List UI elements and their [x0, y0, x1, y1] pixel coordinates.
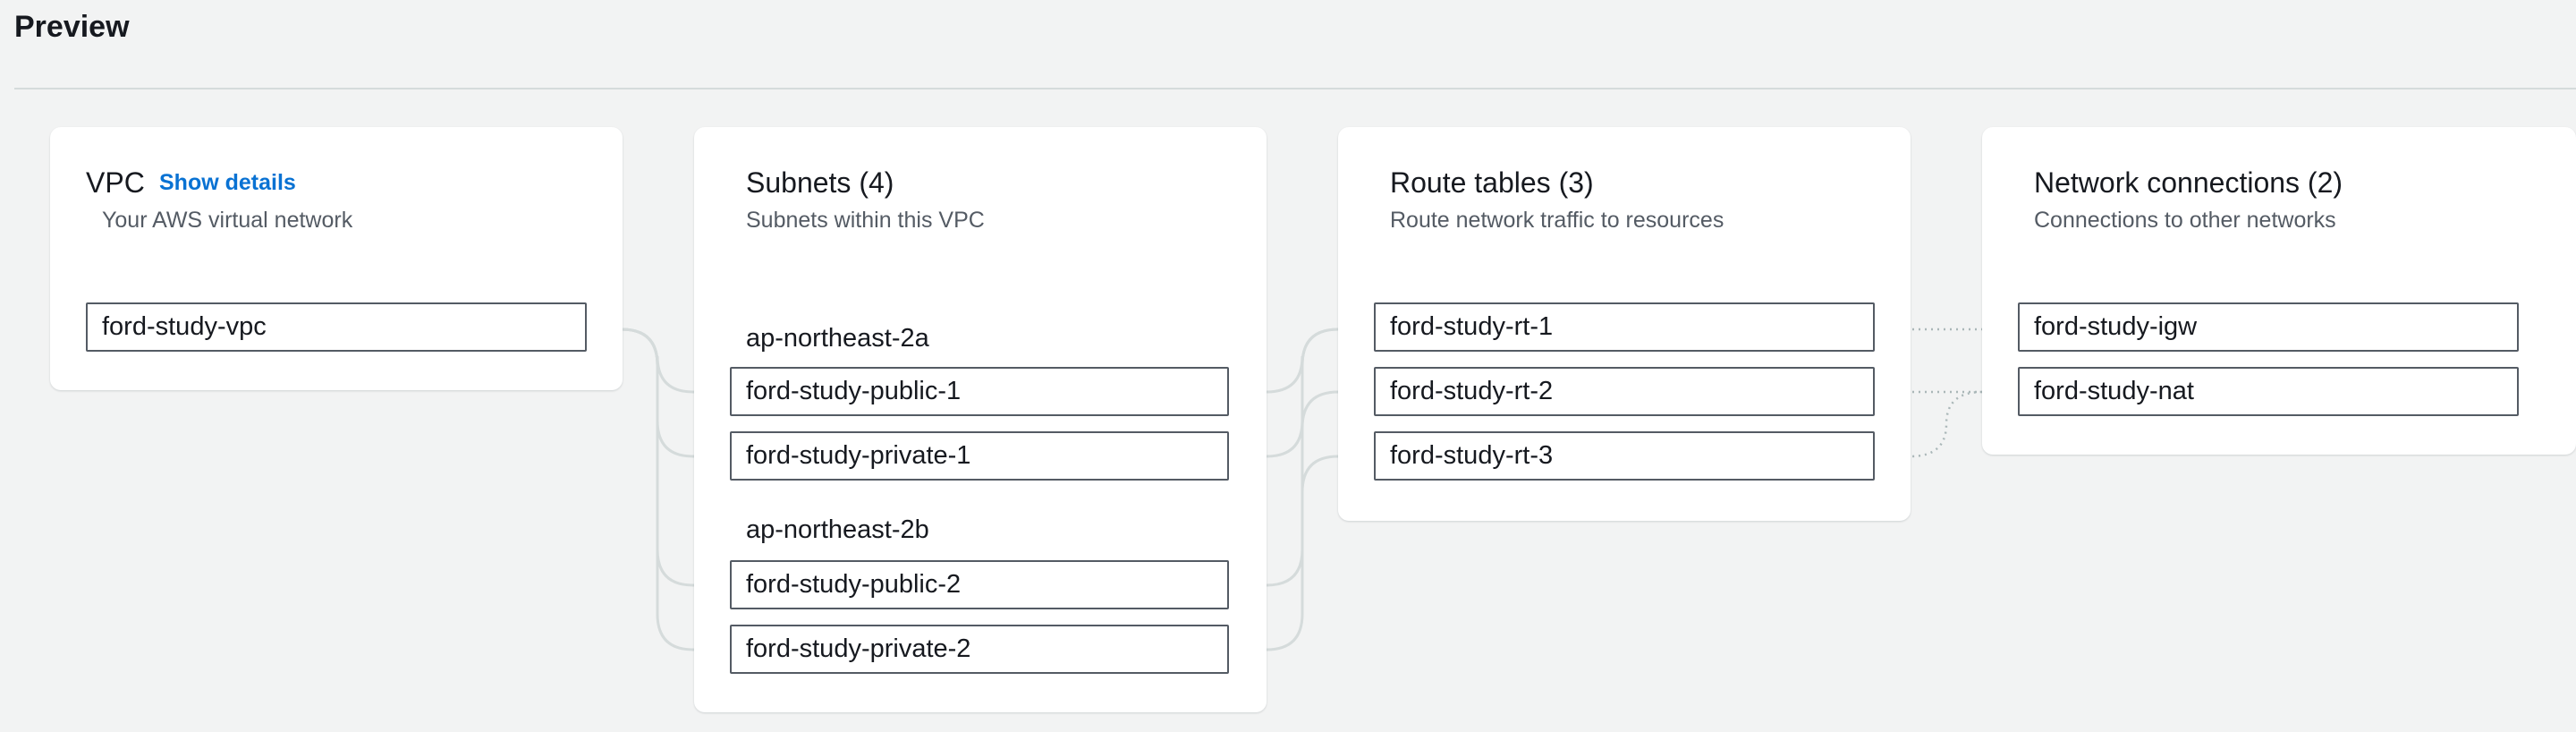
- subnet-node-private-2[interactable]: ford-study-private-2: [730, 625, 1229, 674]
- vpc-card-title: VPC: [86, 166, 145, 199]
- subnet-node-public-1[interactable]: ford-study-public-1: [730, 367, 1229, 416]
- availability-zone-label: ap-northeast-2a: [746, 324, 929, 353]
- subnets-card-title: Subnets (4): [746, 166, 894, 199]
- route-tables-card-description: Route network traffic to resources: [1390, 208, 1724, 233]
- subnets-card: Subnets (4) Subnets within this VPC ap-n…: [694, 127, 1267, 712]
- route-table-node-2[interactable]: ford-study-rt-2: [1374, 367, 1875, 416]
- availability-zone-label: ap-northeast-2b: [746, 515, 929, 544]
- subnets-card-description: Subnets within this VPC: [746, 208, 985, 233]
- subnet-node-private-1[interactable]: ford-study-private-1: [730, 431, 1229, 481]
- page-title: Preview: [14, 10, 130, 44]
- show-details-link[interactable]: Show details: [159, 170, 296, 195]
- network-connections-card-description: Connections to other networks: [2034, 208, 2336, 233]
- nat-gateway-node[interactable]: ford-study-nat: [2018, 367, 2519, 416]
- vpc-node[interactable]: ford-study-vpc: [86, 302, 587, 352]
- route-table-node-3[interactable]: ford-study-rt-3: [1374, 431, 1875, 481]
- route-table-node-1[interactable]: ford-study-rt-1: [1374, 302, 1875, 352]
- internet-gateway-node[interactable]: ford-study-igw: [2018, 302, 2519, 352]
- header-divider: [14, 88, 2576, 89]
- route-tables-card-title: Route tables (3): [1390, 166, 1594, 199]
- network-connections-card-title: Network connections (2): [2034, 166, 2343, 199]
- subnet-node-public-2[interactable]: ford-study-public-2: [730, 560, 1229, 609]
- vpc-card-description: Your AWS virtual network: [102, 208, 353, 233]
